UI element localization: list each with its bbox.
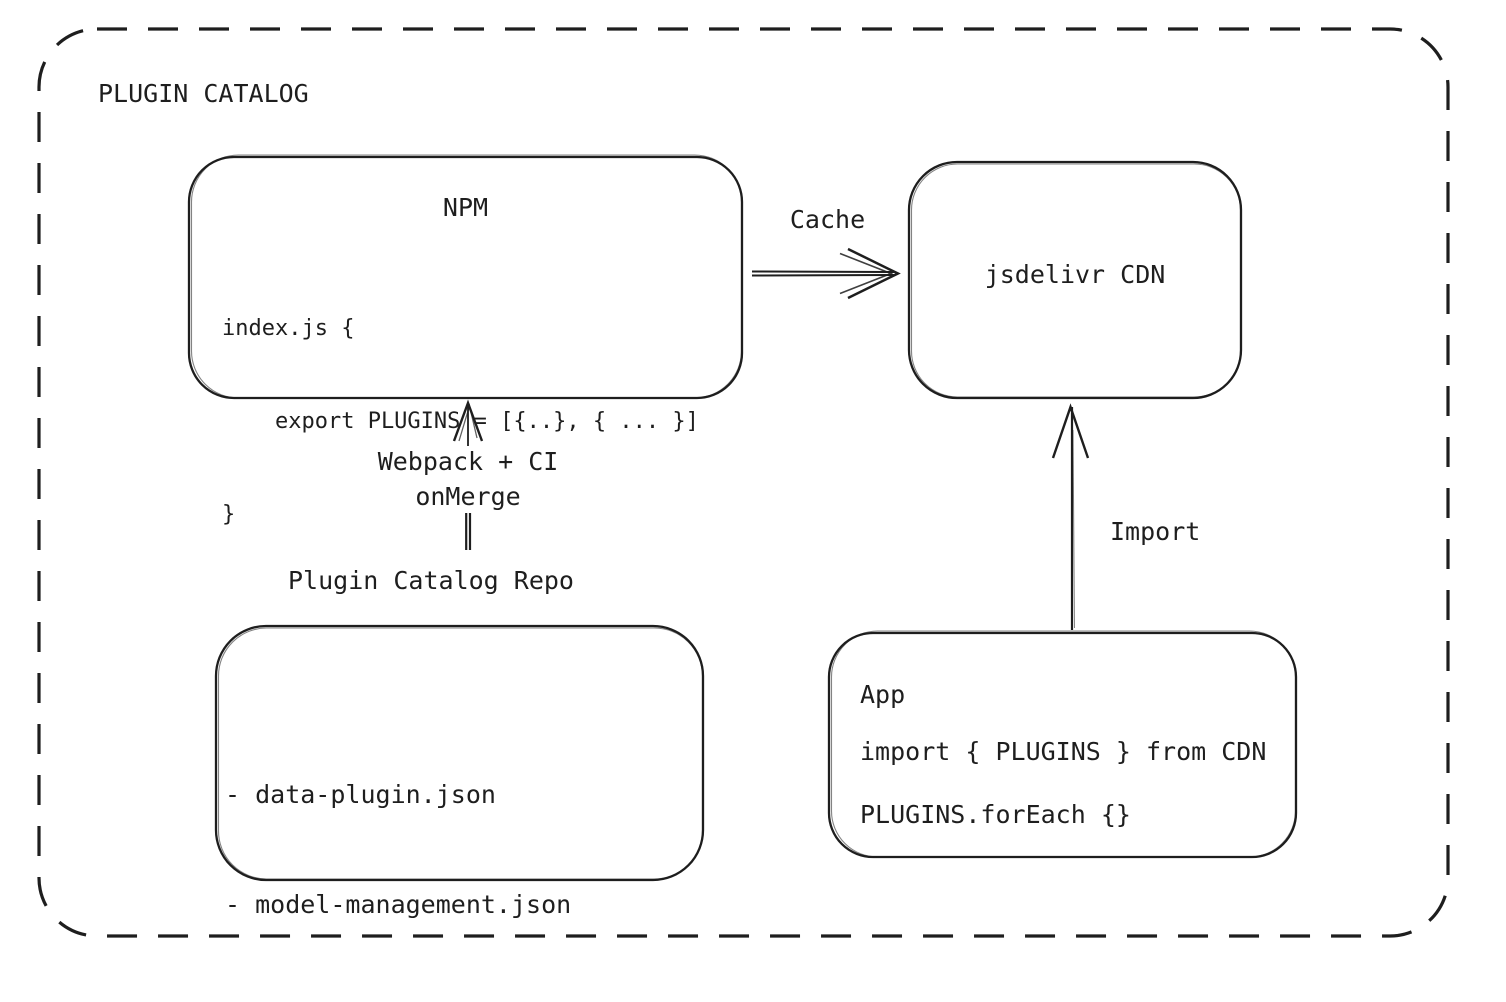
npm-box — [187, 154, 744, 400]
repo-file-item: ... — [225, 996, 571, 1002]
npm-code-line: export PLUGINS = [{..}, { ... }] — [222, 409, 699, 434]
build-edge-label-line1: Webpack + CI — [377, 447, 559, 476]
app-title: App — [860, 680, 906, 709]
cache-arrow — [751, 247, 901, 300]
npm-code-line: } — [222, 502, 236, 527]
repo-file-list: - data-plugin.json - model-management.js… — [225, 704, 571, 1002]
npm-title: NPM — [442, 193, 489, 222]
repo-label: Plugin Catalog Repo — [288, 566, 574, 595]
app-code-line: PLUGINS.forEach {} — [860, 800, 1131, 829]
build-arrow — [452, 399, 484, 550]
cdn-box — [907, 160, 1243, 400]
app-code-line: import { PLUGINS } from CDN — [860, 737, 1267, 766]
import-arrow — [1051, 403, 1090, 630]
cache-edge-label: Cache — [789, 205, 866, 234]
frame-title: PLUGIN CATALOG — [98, 79, 309, 108]
repo-box — [214, 624, 705, 882]
repo-file-item: - data-plugin.json — [225, 780, 496, 809]
cdn-label: jsdelivr CDN — [984, 260, 1166, 289]
repo-file-item: - model-management.json — [225, 889, 572, 919]
npm-code-line: index.js { — [222, 316, 355, 341]
build-edge-label-line2: onMerge — [415, 482, 521, 511]
catalog-frame-border — [37, 27, 1450, 938]
npm-code-block: index.js { export PLUGINS = [{..}, { ...… — [222, 251, 699, 592]
app-box — [827, 630, 1298, 859]
import-edge-label: Import — [1110, 517, 1201, 546]
